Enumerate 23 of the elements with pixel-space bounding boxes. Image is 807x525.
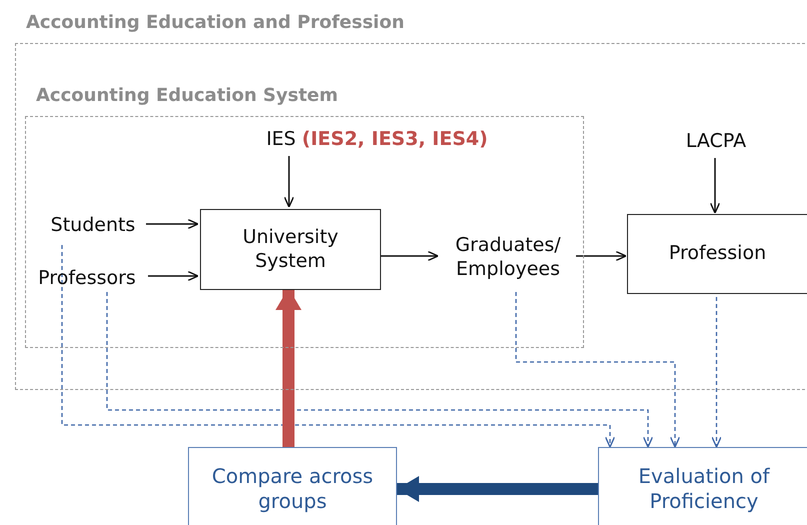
dashed-arrow — [711, 297, 722, 448]
group-heading: Accounting Education and Profession — [26, 12, 404, 33]
arrow — [148, 270, 199, 282]
process-box: University System — [200, 209, 381, 290]
process-box: Evaluation of Proficiency — [598, 447, 807, 525]
arrow — [710, 158, 720, 214]
thick-arrow — [276, 288, 302, 447]
node-label: Graduates/ Employees — [454, 234, 562, 282]
arrow — [576, 250, 627, 262]
node-label: LACPA — [686, 130, 746, 154]
group-heading: Accounting Education System — [36, 85, 338, 106]
node-label: IES (IES2, IES3, IES4) — [266, 128, 488, 152]
dashed-arrow — [106, 292, 654, 448]
thick-arrow — [397, 476, 598, 502]
arrow — [146, 218, 199, 230]
node-label: Professors — [38, 267, 136, 291]
node-label: Students — [50, 214, 136, 238]
arrow — [381, 250, 439, 262]
dashed-arrow — [515, 292, 680, 448]
process-box: Profession — [627, 214, 807, 294]
process-box: Compare across groups — [188, 447, 397, 525]
arrow — [284, 156, 294, 208]
dashed-arrow — [61, 245, 616, 448]
